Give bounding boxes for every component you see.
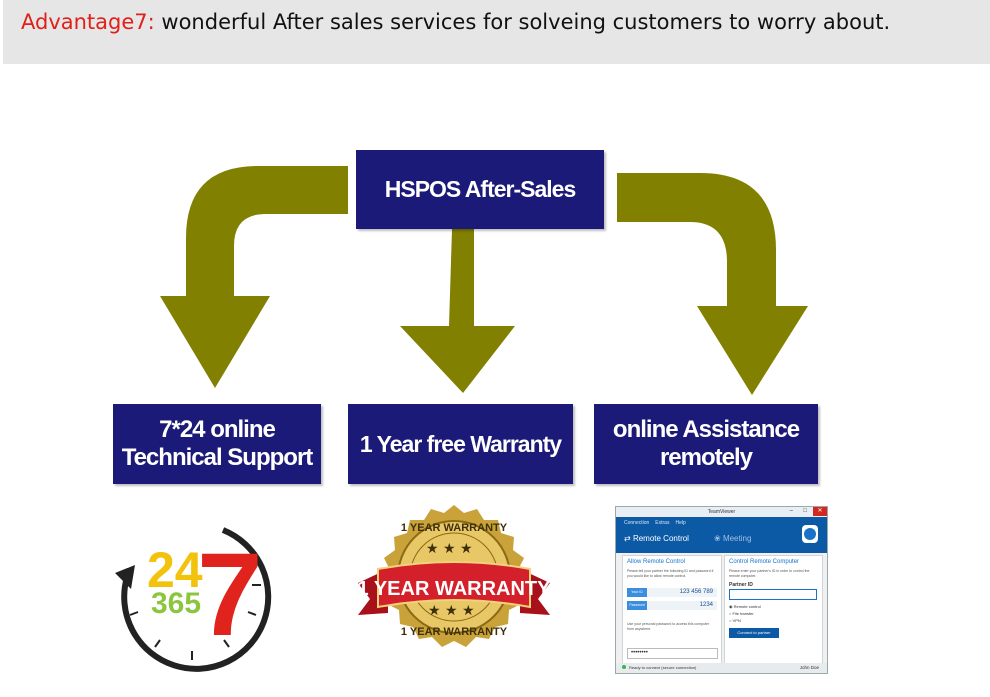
option-file-transfer[interactable]: ○ File transfer — [729, 611, 754, 616]
clock-247-icon: 24 7 365 — [115, 527, 272, 672]
partner-id-label: Partner ID — [729, 582, 753, 588]
branch-box-warranty: 1 Year free Warranty — [348, 404, 573, 484]
seal-top-text: 1 YEAR WARRANTY — [401, 522, 508, 534]
connect-button[interactable]: Connect to partner — [729, 628, 779, 638]
menu-help[interactable]: Help — [675, 520, 686, 526]
option-vpn[interactable]: ○ VPN — [729, 618, 741, 623]
option-remote-control[interactable]: ◉ Remote control — [729, 604, 761, 609]
status-text: Ready to connect (secure connection) — [629, 665, 697, 670]
svg-text:★ ★ ★: ★ ★ ★ — [428, 603, 475, 619]
header-body: wonderful After sales services for solve… — [154, 10, 891, 34]
password-row: Password 1234 — [627, 601, 717, 610]
teamviewer-logo-icon — [802, 525, 818, 543]
tv-header-band — [616, 517, 827, 553]
arrow-center — [400, 229, 515, 393]
personal-password-field[interactable]: •••••••• — [627, 648, 718, 659]
tab-meeting-label: Meeting — [722, 534, 752, 543]
arrow-right — [617, 173, 808, 395]
seal-bottom-text: 1 YEAR WARRANTY — [401, 626, 508, 638]
menu-connection[interactable]: Connection — [624, 520, 650, 526]
branch-box-support: 7*24 online Technical Support — [113, 404, 321, 484]
allow-desc: Please tell your partner the following I… — [627, 569, 714, 578]
tab-remote-label: Remote Control — [632, 534, 689, 543]
menu-extras[interactable]: Extras — [655, 520, 670, 526]
root-box: HSPOS After-Sales — [356, 150, 604, 229]
option-label: File transfer — [732, 611, 754, 616]
minimize-icon[interactable]: – — [789, 508, 793, 514]
close-icon[interactable]: ✕ — [813, 507, 827, 516]
svg-text:★ ★ ★: ★ ★ ★ — [426, 541, 473, 557]
seal-ribbon-text: 1 YEAR WARRANTY — [358, 578, 552, 600]
partner-id-input[interactable] — [729, 589, 817, 600]
tab-meeting[interactable]: ❀ Meeting — [714, 534, 752, 543]
control-title: Control Remote Computer — [729, 559, 800, 565]
your-id-label: Your ID — [627, 588, 647, 597]
option-label: Remote control — [733, 604, 761, 609]
control-panel: Control Remote Computer Please enter you… — [724, 555, 823, 665]
your-id-row: Your ID 123 456 789 — [627, 588, 717, 597]
tv-status-bar: Ready to connect (secure connection) Joh… — [616, 663, 827, 673]
logo-7: 7 — [197, 529, 263, 661]
your-id-value: 123 456 789 — [679, 589, 713, 595]
header-text: Advantage7: wonderful After sales servic… — [21, 10, 890, 34]
tv-title: TeamViewer — [616, 507, 827, 517]
control-desc: Please enter your partner's ID in order … — [729, 569, 810, 578]
option-label: VPN — [732, 618, 741, 623]
branch-box-remote: online Assistance remotely — [594, 404, 818, 484]
status-dot-icon — [622, 665, 626, 669]
maximize-icon[interactable]: □ — [803, 508, 807, 514]
header-banner: Advantage7: wonderful After sales servic… — [3, 0, 990, 64]
password-label: Password — [627, 601, 647, 610]
logo-24: 24 — [147, 542, 203, 598]
password-value: 1234 — [699, 602, 713, 608]
user-name: John Doe — [799, 665, 819, 670]
allow-panel: Allow Remote Control Please tell your pa… — [622, 555, 722, 665]
tab-remote-control[interactable]: ⇄ Remote Control — [624, 534, 689, 543]
arrow-left — [160, 166, 348, 388]
header-prefix: Advantage7: — [21, 10, 155, 34]
tv-menu: Connection Extras Help — [624, 520, 692, 526]
personal-desc: Use your personal password to access thi… — [627, 622, 710, 631]
teamviewer-window: TeamViewer – □ ✕ Connection Extras Help ⇄ … — [615, 506, 828, 674]
logo-365: 365 — [151, 587, 201, 620]
warranty-seal-icon: ★ ★ ★ ★ ★ ★ 1 YEAR WARRANTY 1 YEAR WARRA… — [358, 505, 552, 647]
allow-title: Allow Remote Control — [627, 559, 686, 565]
